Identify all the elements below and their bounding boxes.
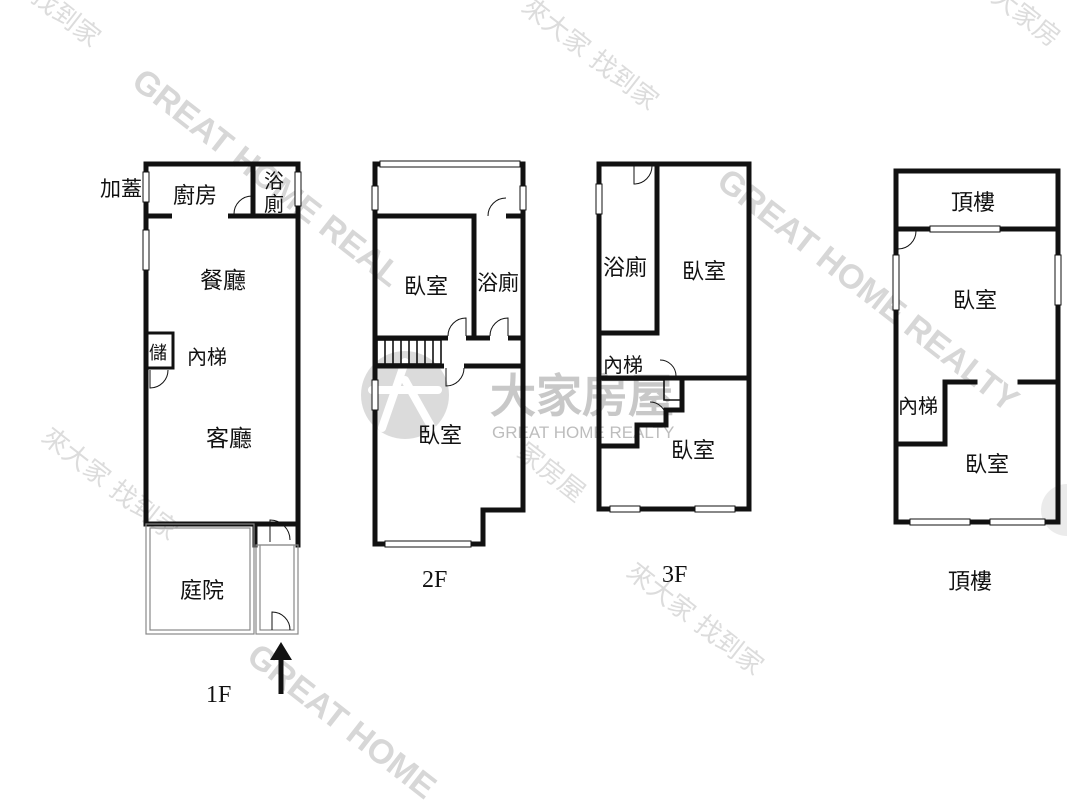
- floor-label-3f: 3F: [662, 562, 687, 588]
- label-2f-bedroom-1: 臥室: [404, 275, 448, 300]
- floor-label-roof: 頂樓: [948, 570, 992, 595]
- label-2f-bedroom-2: 臥室: [418, 424, 462, 449]
- label-roof-bedroom-2: 臥室: [965, 453, 1009, 478]
- floor-roof-outline: [893, 168, 1061, 525]
- entrance-arrow-icon: [270, 642, 292, 694]
- label-bath-bottom: 廁: [264, 192, 284, 216]
- floor-2f: 臥室 浴廁 臥室 2F: [371, 160, 527, 593]
- floor-1f: 加蓋 廚房 浴 廁 餐廳 儲 內梯 客廳 庭院 1F: [100, 161, 302, 708]
- floor-label-2f: 2F: [422, 567, 447, 593]
- label-bath-top: 浴: [264, 169, 284, 193]
- label-living: 客廳: [206, 426, 252, 452]
- watermark-logo-fragment: [1041, 484, 1067, 536]
- label-stairs-1f: 內梯: [187, 345, 227, 369]
- watermark-slogan-3: 來大家 找到家: [621, 557, 769, 682]
- floor-2f-outline: [372, 161, 526, 547]
- watermark-slogan-1: 來大家 找到家: [516, 0, 664, 117]
- logo-brand-en: GREAT HOME REALTY: [492, 423, 674, 442]
- label-storage: 儲: [149, 343, 167, 364]
- label-3f-bedroom-2: 臥室: [671, 439, 715, 464]
- label-roof-stairs: 內梯: [898, 394, 938, 418]
- watermark-slogan-4: 找到家: [26, 0, 106, 54]
- label-kitchen: 廚房: [173, 184, 217, 209]
- floor-roof: 頂樓 臥室 內梯 臥室 頂樓: [892, 168, 1062, 595]
- label-addon: 加蓋: [100, 177, 142, 201]
- label-3f-bedroom-1: 臥室: [682, 260, 726, 285]
- label-roof-room: 頂樓: [951, 191, 995, 216]
- label-3f-stairs: 內梯: [603, 353, 643, 377]
- floor-3f-outline: [596, 161, 752, 512]
- floor-label-1f: 1F: [206, 682, 231, 708]
- label-yard: 庭院: [180, 579, 224, 604]
- label-3f-bath: 浴廁: [603, 256, 647, 281]
- label-dining: 餐廳: [200, 268, 246, 294]
- watermark-brand-3: GREAT HOME: [240, 636, 443, 800]
- label-roof-bedroom-1: 臥室: [953, 289, 997, 314]
- floor-3f: 浴廁 臥室 內梯 臥室 3F: [595, 161, 752, 588]
- label-2f-bath: 浴廁: [477, 271, 519, 295]
- watermark-fragment-2: 大家房: [986, 0, 1066, 54]
